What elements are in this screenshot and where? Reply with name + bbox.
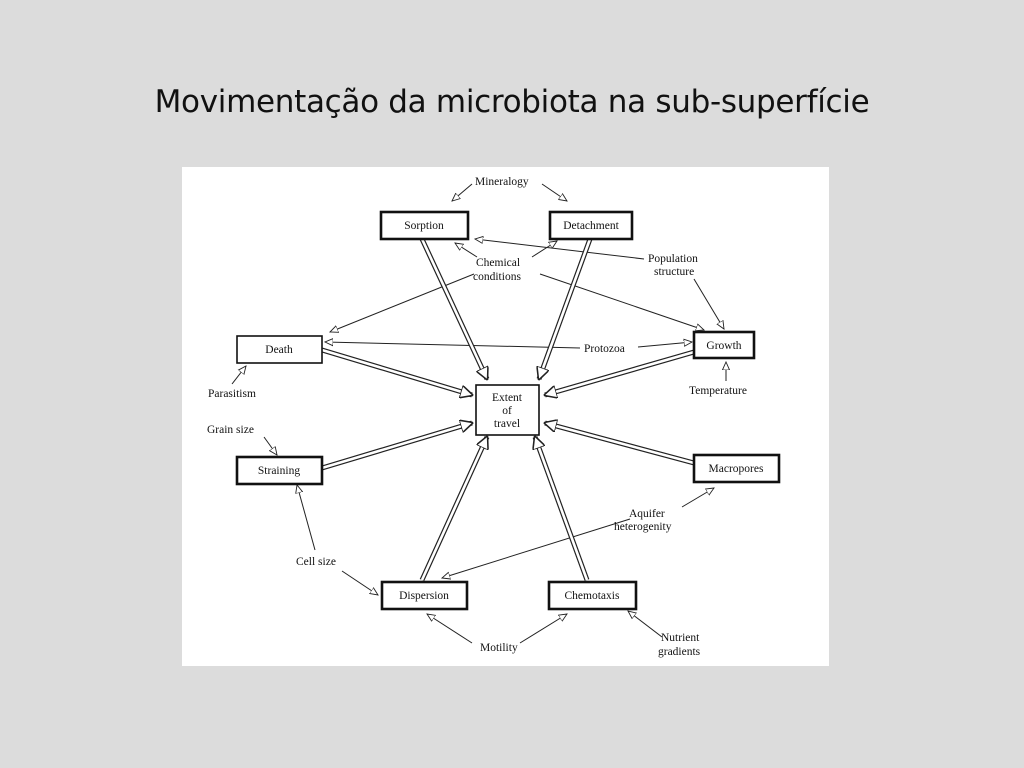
box-extent-label-3: travel — [494, 418, 520, 430]
factor-population-1: Population — [648, 253, 698, 265]
process-arrows — [321, 237, 695, 582]
arrow-aquifer-macropores — [681, 488, 714, 508]
arrow-aquifer-dispersion — [442, 518, 631, 578]
arrow-cellsize-straining — [297, 485, 316, 551]
arrow-protozoa-growth — [637, 342, 692, 348]
factor-parasitism: Parasitism — [208, 388, 256, 400]
box-sorption-label: Sorption — [404, 220, 444, 232]
box-macropores-label: Macropores — [709, 463, 764, 475]
factor-nutrient-2: gradients — [658, 646, 701, 658]
box-chemotaxis: Chemotaxis — [547, 580, 638, 611]
box-macropores: Macropores — [692, 453, 781, 484]
box-dispersion-label: Dispersion — [399, 590, 449, 602]
box-sorption: Sorption — [379, 210, 470, 241]
box-detachment: Detachment — [548, 210, 634, 241]
arrow-cellsize-dispersion — [341, 570, 378, 595]
slide-title: Movimentação da microbiota na sub-superf… — [154, 84, 870, 120]
factor-motility: Motility — [480, 642, 518, 654]
factor-cell-size: Cell size — [296, 556, 336, 568]
box-extent-label-1: Extent — [492, 392, 523, 404]
arrow-chemical-growth — [539, 273, 704, 330]
arrow-chemical-detachment — [531, 241, 557, 258]
microbial-transport-diagram: Sorption Detachment Death Growth Extent … — [207, 176, 781, 658]
box-death: Death — [236, 335, 323, 364]
box-straining-label: Straining — [258, 465, 300, 477]
box-detachment-label: Detachment — [563, 220, 619, 232]
factor-nutrient-1: Nutrient — [661, 632, 700, 644]
arrow-population-growth — [693, 278, 724, 329]
arrow-chemical-sorption — [455, 243, 478, 258]
arrow-motility-dispersion — [427, 614, 473, 644]
factor-mineralogy: Mineralogy — [475, 176, 529, 188]
box-death-label: Death — [265, 344, 293, 356]
factor-grain-size: Grain size — [207, 424, 254, 436]
box-extent-label-2: of — [502, 405, 512, 417]
factor-chemical-2: conditions — [473, 271, 521, 283]
arrow-motility-chemotaxis — [519, 614, 567, 644]
box-extent-of-travel: Extent of travel — [475, 384, 540, 436]
factor-aquifer-1: Aquifer — [629, 508, 665, 520]
box-growth-label: Growth — [706, 340, 741, 352]
arrow-mineralogy-detachment — [541, 183, 567, 201]
factor-temperature: Temperature — [689, 385, 747, 397]
arrow-nutrient-chemotaxis — [628, 611, 663, 638]
arrow-population-sorption — [475, 239, 645, 260]
arrow-mineralogy-sorption — [452, 183, 473, 201]
box-growth: Growth — [692, 330, 756, 360]
arrow-parasitism-death — [231, 366, 246, 385]
box-chemotaxis-label: Chemotaxis — [565, 590, 620, 602]
factor-chemical-1: Chemical — [476, 257, 520, 269]
influence-arrows — [231, 183, 726, 644]
box-dispersion: Dispersion — [380, 580, 469, 611]
arrow-protozoa-death — [325, 342, 581, 349]
diagram-panel: Sorption Detachment Death Growth Extent … — [182, 167, 829, 666]
factor-protozoa: Protozoa — [584, 343, 625, 355]
factor-population-2: structure — [654, 266, 694, 278]
factor-labels: Mineralogy Chemical conditions Populatio… — [207, 176, 747, 658]
arrow-grainsize-straining — [263, 436, 277, 455]
arrow-chemical-death — [330, 273, 475, 332]
factor-aquifer-2: heterogenity — [614, 521, 672, 533]
box-straining: Straining — [235, 455, 324, 486]
